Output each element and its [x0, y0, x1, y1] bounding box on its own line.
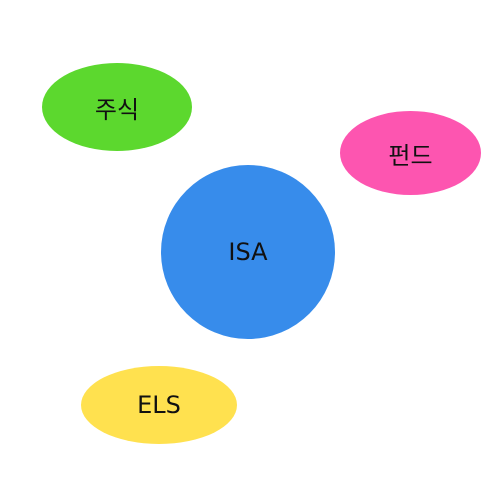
- node-fund: 펀드: [340, 111, 481, 195]
- node-isa-label: ISA: [228, 238, 268, 266]
- node-isa-center: ISA: [161, 165, 335, 339]
- node-els-label: ELS: [137, 391, 181, 419]
- node-els: ELS: [81, 366, 237, 444]
- node-stock-label: 주식: [94, 95, 140, 124]
- node-fund-label: 펀드: [388, 141, 433, 170]
- node-stock: 주식: [42, 63, 192, 151]
